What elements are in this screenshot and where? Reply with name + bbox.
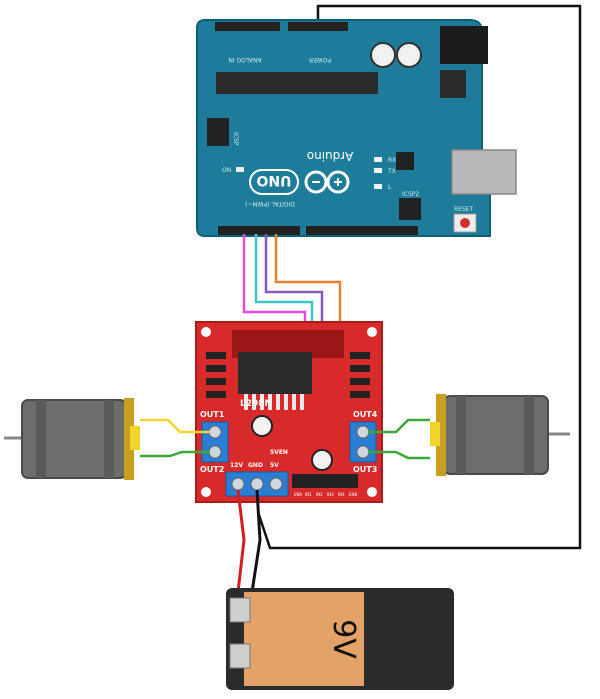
logic-pin-header: [292, 474, 358, 488]
tx-label: TX: [387, 168, 396, 175]
gnd-label: GND: [248, 462, 263, 469]
l-label: L: [388, 184, 392, 191]
arduino-infinity-icon: [304, 170, 350, 194]
out1-label: OUT1: [200, 410, 225, 419]
l298n-chip: [238, 352, 312, 394]
battery-terminal-top: [229, 597, 251, 623]
pin-label-ena: ENA: [294, 492, 303, 497]
out4-label: OUT4: [353, 410, 378, 419]
driver-capacitor-2: [311, 449, 333, 471]
diodes-left: [206, 352, 226, 398]
right-motor: [430, 394, 570, 476]
arduino-brand-label: Arduino: [307, 149, 353, 163]
battery-label: 9V: [326, 619, 361, 659]
pin-label-in2: IN2: [316, 492, 323, 497]
left-motor-wire-green: [140, 450, 210, 458]
power-jack: [440, 26, 488, 64]
out3-label: OUT3: [353, 465, 377, 474]
battery-9v: 9V: [226, 588, 454, 690]
uno-model-label: UNO: [256, 172, 291, 188]
icsp2-label: ICSP2: [402, 191, 419, 198]
left-motor-wire-yellow: [140, 418, 210, 434]
icsp-label: ICSP: [232, 132, 239, 146]
battery-terminal-bottom: [229, 643, 251, 669]
ground-wire-loop: [256, 4, 582, 550]
power-header-label: POWER: [309, 56, 331, 63]
right-motor-wire-green-top: [368, 418, 430, 434]
v5-label: 5V: [270, 462, 279, 469]
on-led: [236, 167, 244, 172]
logic-pin-labels: ENA IN1 IN2 IN3 IN4 ENB: [294, 492, 358, 497]
driver-capacitor-1: [251, 415, 273, 437]
analog-header: [215, 22, 280, 31]
battery-wires: [236, 489, 262, 593]
right-motor-wire-green-bottom: [368, 450, 430, 460]
on-label: ON: [222, 167, 231, 174]
digital-header-high: [306, 226, 418, 235]
usb-chip: [396, 152, 414, 170]
capacitor-1: [370, 42, 396, 68]
v12-label: 12V: [230, 462, 243, 469]
digital-header-low: [218, 226, 300, 235]
pin-label-enb: ENB: [349, 492, 358, 497]
atmega-chip: [216, 72, 378, 94]
capacitor-2: [396, 42, 422, 68]
icsp2-header: [399, 198, 421, 220]
battery-wire-red: [236, 489, 246, 593]
diodes-right: [350, 352, 370, 398]
chip-label: L298N: [240, 399, 272, 409]
rx-led: [374, 157, 382, 162]
battery-wire-black: [250, 489, 262, 593]
usb-port: [451, 149, 517, 195]
motor-wires: [140, 418, 430, 460]
pin-label-in1: IN1: [305, 492, 312, 497]
out2-label: OUT2: [200, 465, 224, 474]
left-motor: [4, 398, 140, 480]
voltage-regulator: [440, 70, 466, 98]
arduino-uno-board: ANALOG IN POWER DIGITAL (PWM~) ICSP ICSP…: [196, 19, 517, 237]
tx-led: [374, 168, 382, 173]
pin-label-in4: IN4: [338, 492, 345, 497]
digital-header-label: DIGITAL (PWM~): [245, 200, 295, 207]
power-header: [288, 22, 348, 31]
analog-header-label: ANALOG IN: [228, 56, 261, 63]
sven-label: 5VEN: [270, 449, 288, 456]
rx-label: RX: [388, 157, 396, 164]
chip-legs: [244, 394, 304, 410]
reset-button-cap: [460, 218, 470, 228]
uno-logo-box: [249, 169, 299, 195]
reset-label: RESET: [454, 206, 474, 213]
l298n-driver-board: L298N OUT1 OUT2 O: [195, 321, 383, 503]
icsp-header: [207, 118, 229, 146]
pin-label-in3: IN3: [327, 492, 334, 497]
l-led: [374, 184, 382, 189]
